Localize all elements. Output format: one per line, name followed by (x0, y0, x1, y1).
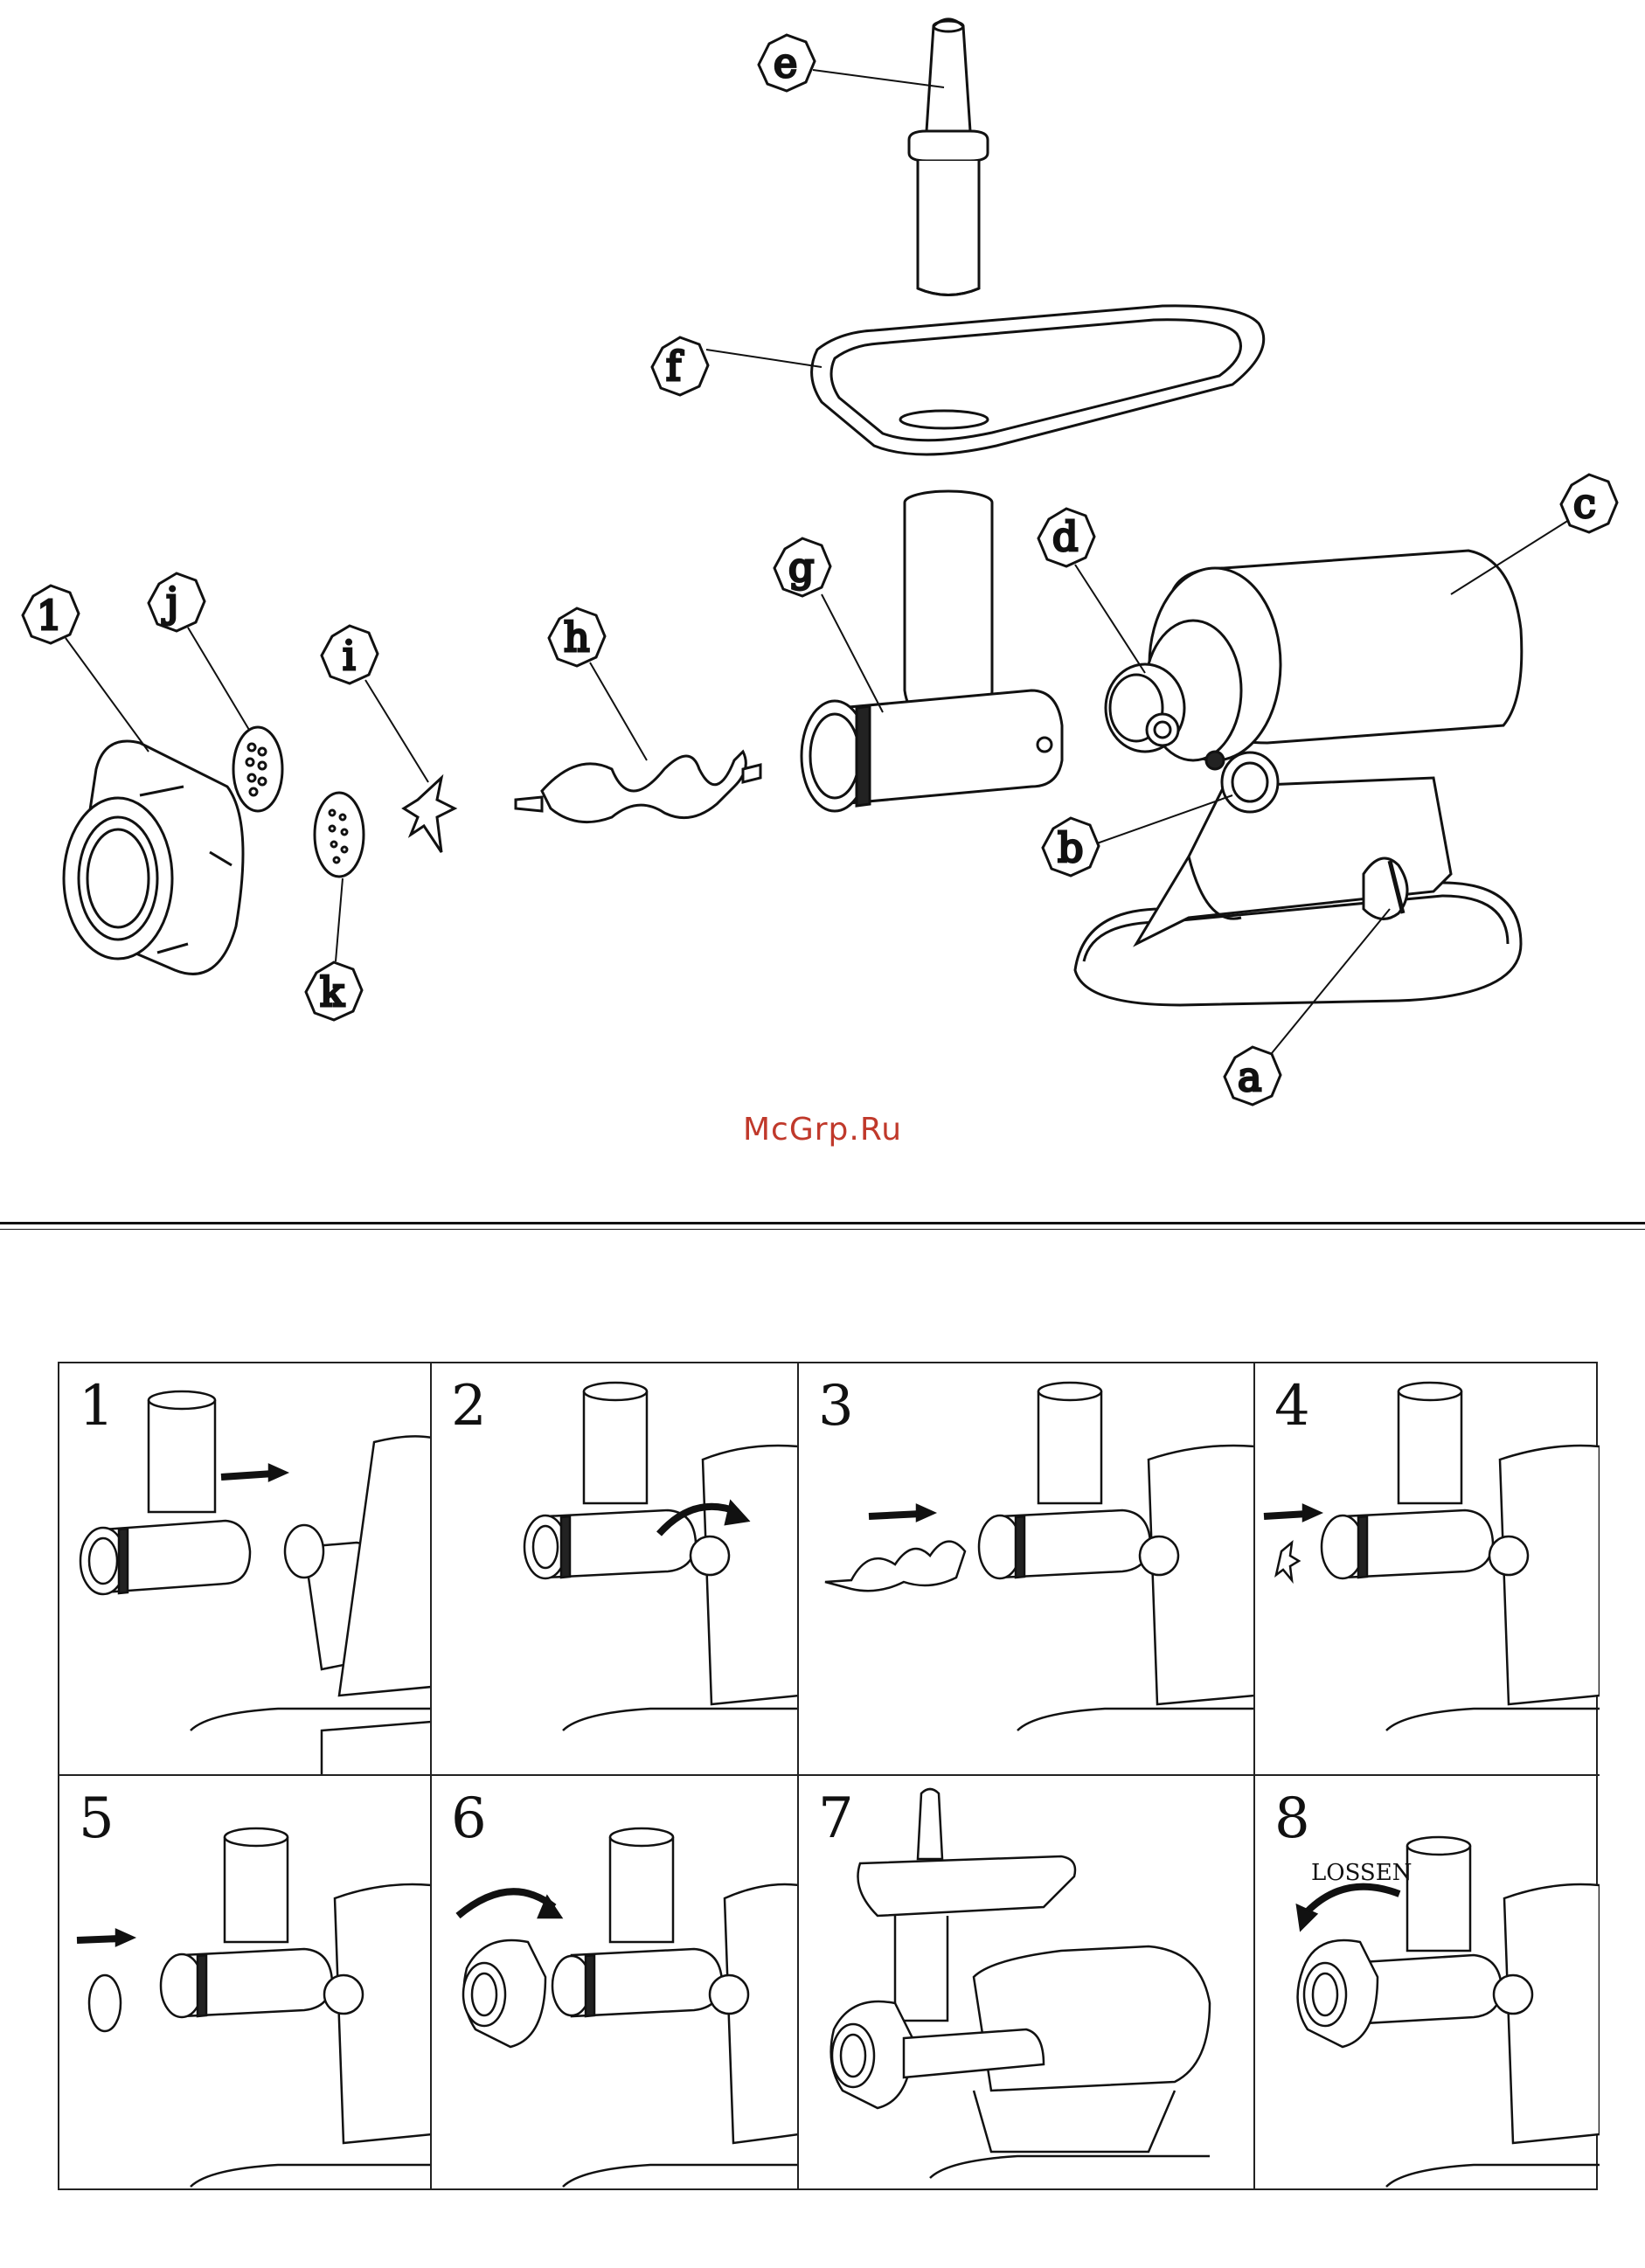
step-2-illustration (524, 1383, 799, 1730)
arrow-icon (221, 1465, 287, 1481)
step-6-illustration (463, 1828, 799, 2187)
label-1: 1 (37, 592, 62, 639)
label-f: f (666, 343, 684, 390)
step-panel-7: 7 (799, 1776, 1255, 2190)
step-number: 3 (818, 1374, 854, 1439)
callout-i: i (322, 626, 428, 782)
part-grinder-head (802, 491, 1062, 811)
callout-g: g (774, 538, 883, 712)
arrow-icon (869, 1505, 934, 1521)
label-i: i (343, 632, 356, 679)
label-h: h (564, 614, 590, 661)
callout-j: j (149, 573, 249, 730)
part-coarse-plate (233, 727, 282, 811)
step-5-illustration (89, 1828, 432, 2187)
step-panel-1: 1 (59, 1363, 432, 1776)
rotate-icon (1297, 1887, 1399, 1930)
step-number: 8 (1274, 1786, 1310, 1851)
divider-line (0, 1222, 1645, 1224)
callout-k: k (306, 878, 362, 1020)
step-number: 6 (451, 1786, 487, 1851)
step-panel-6: 6 (432, 1776, 799, 2190)
step-panel-2: 2 (432, 1363, 799, 1776)
exploded-view-diagram: e f 1 j k (0, 0, 1645, 1171)
step-number: 1 (79, 1374, 115, 1439)
callout-1: 1 (23, 586, 149, 752)
watermark-text: McGrp.Ru (0, 1112, 1645, 1148)
step-4-illustration (1276, 1383, 1600, 1730)
step-7-illustration (831, 1789, 1210, 2178)
part-fine-plate (315, 793, 364, 877)
assembly-steps-grid: 1 2 (58, 1362, 1598, 2190)
step-panel-3: 3 (799, 1363, 1255, 1776)
part-tray (812, 306, 1264, 454)
label-a: a (1238, 1053, 1261, 1100)
label-g: g (788, 544, 814, 591)
step-number: 7 (818, 1786, 854, 1851)
callout-d: d (1038, 509, 1145, 673)
rotate-icon (458, 1891, 561, 1918)
step-panel-5: 5 (59, 1776, 432, 2190)
step-8-label: LOSSEN (1311, 1860, 1412, 1886)
step-panel-4: 4 (1255, 1363, 1600, 1776)
part-blade (404, 778, 455, 852)
step-number: 2 (451, 1374, 487, 1439)
arrow-icon (77, 1930, 134, 1945)
step-3-illustration (825, 1383, 1255, 1730)
step-1-illustration (80, 1391, 432, 1774)
part-pusher (909, 19, 988, 295)
label-d: d (1052, 513, 1078, 560)
label-e: e (774, 39, 797, 87)
part-motor-body (1075, 551, 1522, 1005)
label-c: c (1573, 480, 1596, 527)
callout-f: f (652, 337, 822, 395)
step-panel-8: 8 LOSSEN (1255, 1776, 1600, 2190)
label-k: k (320, 968, 345, 1016)
part-worm-screw (516, 752, 760, 822)
part-ring-nut (64, 741, 243, 974)
callout-h: h (549, 608, 647, 760)
arrow-icon (1264, 1505, 1321, 1521)
step-number: 4 (1274, 1374, 1310, 1439)
label-b: b (1058, 824, 1083, 871)
divider-line-thin (0, 1229, 1645, 1230)
step-number: 5 (79, 1786, 115, 1851)
callout-e: e (759, 35, 944, 91)
